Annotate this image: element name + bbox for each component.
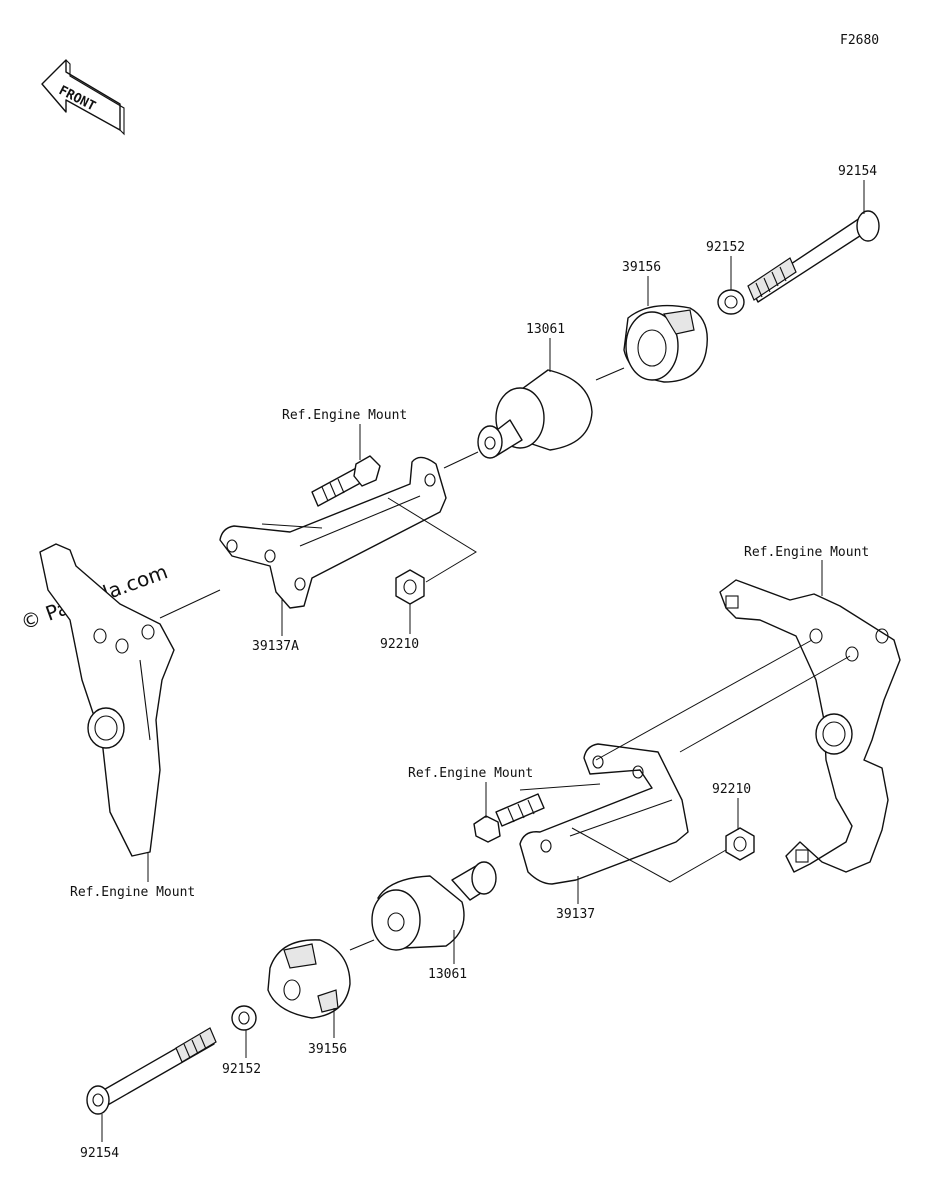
label-ref-engine-mount-2: Ref.Engine Mount (744, 545, 869, 560)
label-ref-engine-mount-4: Ref.Engine Mount (70, 885, 195, 900)
washer-top-icon (717, 289, 745, 315)
label-bolt-top: 92154 (838, 164, 877, 179)
frame-left-icon (39, 543, 175, 857)
bracket-39137-icon (519, 743, 689, 885)
figure-code: F2680 (840, 33, 879, 48)
label-bolt-bottom: 92154 (80, 1146, 119, 1161)
assembly-line-lower (571, 827, 727, 883)
bolt-ref-engine-mount-3-icon (473, 793, 545, 843)
label-slider-cap-top: 39156 (622, 260, 661, 275)
bolt-bottom-icon (86, 1027, 217, 1115)
label-washer-bottom: 92152 (222, 1062, 261, 1077)
frame-line-upper (159, 589, 221, 619)
label-nut-left: 92210 (380, 637, 419, 652)
bolt-ref-engine-mount-1-icon (311, 455, 381, 507)
front-arrow-icon: FRONT (41, 59, 125, 136)
label-bracket-right: 39137 (556, 907, 595, 922)
frame-line-lower-2 (679, 655, 851, 753)
frame-right-icon (719, 579, 901, 873)
frame-line-lower-1 (595, 639, 813, 761)
label-slider-top: 13061 (526, 322, 565, 337)
leader-lines (101, 180, 865, 1142)
label-ref-engine-mount-1: Ref.Engine Mount (282, 408, 407, 423)
nut-right-icon (725, 827, 755, 861)
bolt-top-icon (747, 210, 880, 303)
label-ref-engine-mount-3: Ref.Engine Mount (408, 766, 533, 781)
bracket-39137a-icon (219, 456, 447, 609)
nut-left-icon (395, 569, 425, 605)
slider-cap-bottom-icon (267, 939, 351, 1019)
label-bracket-left: 39137A (252, 639, 299, 654)
label-nut-right: 92210 (712, 782, 751, 797)
slider-cap-top-icon (595, 304, 708, 383)
assembly-line-upper (387, 497, 477, 583)
bolt-line-upper (261, 523, 323, 529)
bolt-line-lower (519, 783, 601, 791)
label-slider-cap-bottom: 39156 (308, 1042, 347, 1057)
slider-top-icon (443, 369, 593, 469)
slider-bottom-icon (349, 861, 497, 951)
label-washer-top: 92152 (706, 240, 745, 255)
label-slider-bottom: 13061 (428, 967, 467, 982)
washer-bottom-icon (231, 1005, 257, 1031)
